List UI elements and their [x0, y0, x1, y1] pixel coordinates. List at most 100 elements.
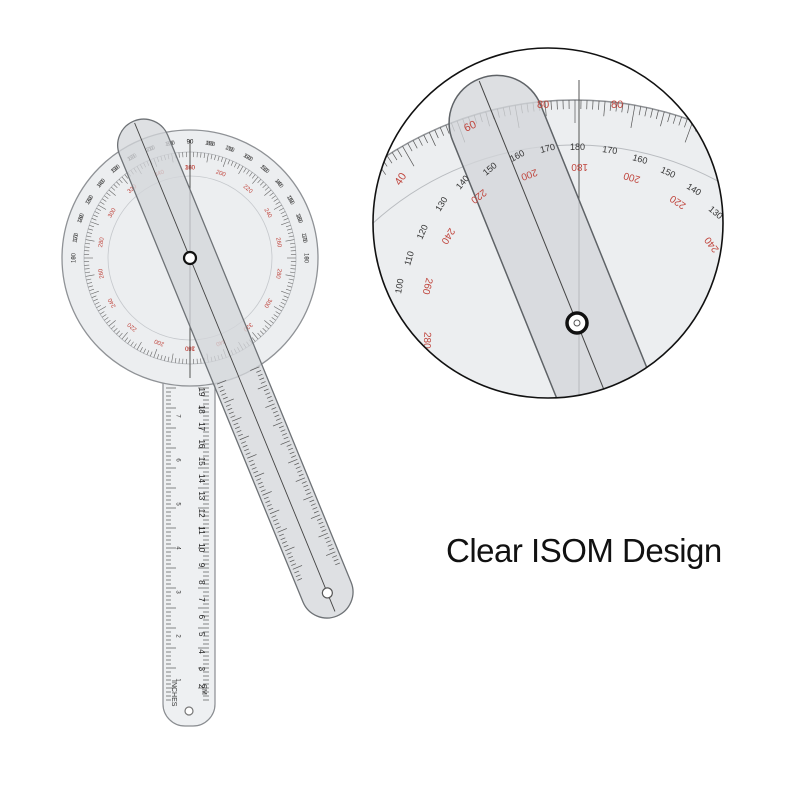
disk-red-label: 240 [262, 207, 273, 219]
disk-tick [84, 271, 91, 274]
disk-tick [111, 325, 116, 330]
disk-tick [84, 242, 91, 245]
caption-title: Clear ISOM Design [446, 532, 722, 569]
disk-scale-label: 0 [72, 256, 78, 260]
zoom-label: 180 [570, 142, 585, 152]
disk-red-label: 200 [215, 169, 227, 178]
ruler-cm-value: 13 [197, 491, 206, 500]
disk-tick [283, 218, 289, 221]
disk-tick [171, 353, 174, 363]
disk-tick [264, 186, 269, 191]
disk-tick [282, 298, 287, 302]
arm-end-hole [321, 587, 333, 599]
disk-scale-label: 50 [260, 165, 269, 174]
disk-scale-label: 100 [205, 141, 217, 149]
ruler-inch-value: 3 [174, 590, 180, 594]
zoom-label: 180 [571, 161, 588, 172]
zoom-label: 160 [631, 152, 648, 166]
disk-tick [230, 161, 234, 166]
disk-red-label: 260 [98, 267, 106, 279]
disk-tick [273, 204, 282, 210]
disk-tick [160, 355, 163, 360]
disk-tick [262, 327, 267, 332]
disk-tick [178, 358, 180, 364]
disk-tick [116, 330, 121, 335]
disk-scale-label: 180 [302, 253, 308, 264]
disk-tick [275, 201, 281, 205]
disk-scale-label: 120 [242, 153, 254, 164]
disk-red-label: 240 [107, 296, 118, 308]
ruler-cm-value: 5 [197, 632, 206, 637]
zoom-label: 40 [393, 171, 410, 188]
disk-tick [287, 232, 293, 234]
zoom-label: 60 [462, 119, 478, 135]
disk-scale-label: 180 [72, 252, 78, 263]
disk-red-label: 260 [274, 237, 282, 249]
disk-tick [217, 156, 220, 161]
disk-tick [153, 349, 158, 358]
disk-scale-label: 50 [111, 165, 120, 174]
disk-tick [90, 221, 99, 226]
disk-tick [249, 172, 253, 177]
disk-red-label: 200 [153, 337, 165, 346]
disk-tick [281, 221, 290, 226]
disk-tick [106, 319, 111, 324]
disk-tick [234, 162, 237, 168]
disk-tick [121, 176, 128, 184]
disk-tick [98, 204, 107, 210]
disk-tick [111, 186, 116, 191]
disk-tick [130, 341, 134, 347]
disk-tick [252, 332, 259, 340]
disk-scale-label: 170 [73, 232, 81, 244]
moving-arm [117, 118, 354, 619]
disk-tick [86, 235, 92, 238]
ruler-cm-value: 17 [197, 422, 206, 431]
disk-scale-label: 80 [206, 141, 214, 148]
ruler-cm-value: 11 [197, 526, 206, 535]
ruler-cm-value: 14 [197, 474, 206, 483]
disk-tick [93, 298, 98, 302]
ruler-cm-value: 4 [197, 649, 206, 654]
disk-tick [273, 306, 282, 312]
disk-scale-label: 170 [300, 233, 308, 245]
disk-tick [146, 350, 150, 355]
zoom-label: 170 [539, 142, 556, 155]
disk-scale-label: 160 [294, 213, 303, 225]
disk-scale-label: 60 [243, 154, 252, 163]
disk-tick [282, 214, 287, 218]
disk-tick [86, 278, 92, 281]
disk-tick [99, 201, 105, 205]
disk-tick [285, 239, 295, 242]
ruler-cm-value: 9 [197, 563, 206, 568]
disk-tick [288, 278, 294, 281]
disk-scale-label: 40 [97, 179, 106, 188]
disk-tick [94, 302, 100, 305]
disk-scale-label: 30 [86, 195, 95, 204]
disk-scale-label: 160 [77, 212, 86, 224]
ruler-inch-value: 7 [174, 414, 180, 418]
disk-tick [285, 224, 291, 228]
disk-red-label: 220 [126, 321, 138, 332]
disk-scale-label: 40 [274, 179, 283, 188]
ruler-cm-value: 15 [197, 457, 206, 466]
disk-tick [222, 158, 227, 167]
disk-tick [252, 176, 259, 184]
disk-tick [290, 246, 296, 248]
disk-red-label: 280 [98, 236, 106, 248]
disk-tick [259, 181, 264, 186]
disk-tick [104, 195, 109, 199]
ruler-cm-value: 7 [197, 597, 206, 602]
disk-scale-label: 140 [96, 178, 107, 190]
disk-red-label: 300 [107, 207, 118, 219]
disk-tick [214, 155, 216, 161]
disk-tick [101, 314, 107, 318]
ruler-inch-value: 5 [174, 502, 180, 506]
ruler-cm-value: 19 [197, 388, 206, 397]
ruler-inch-value: 1 [174, 678, 180, 682]
disk-scale-label: 20 [78, 214, 86, 223]
disk-tick [121, 332, 128, 340]
disk-tick [200, 358, 202, 364]
